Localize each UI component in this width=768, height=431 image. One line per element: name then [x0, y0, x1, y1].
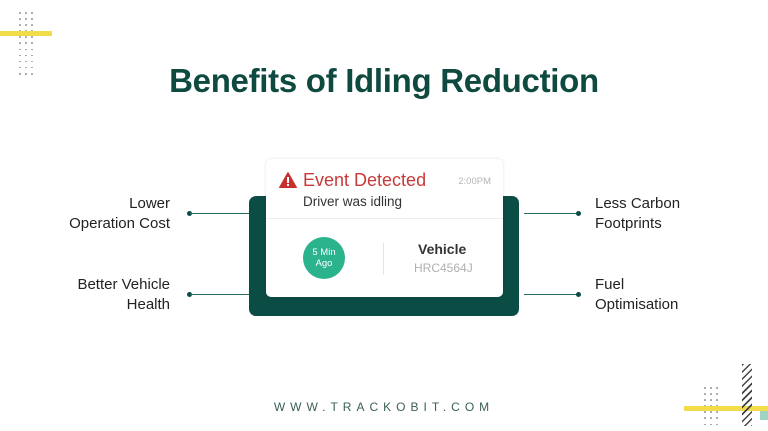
decorative-dot [25, 12, 27, 14]
decorative-dot [19, 54, 21, 57]
decorative-dot [704, 393, 706, 395]
connector-line [524, 213, 578, 214]
decorative-dot [704, 399, 706, 401]
decorative-dot [31, 72, 33, 75]
decorative-dot [704, 387, 706, 389]
connector-dot [576, 292, 581, 297]
connector-dot [187, 211, 192, 216]
hatch-pattern [742, 364, 752, 426]
vehicle-id: HRC4564J [414, 261, 473, 275]
decorative-dot [710, 417, 712, 420]
decorative-dot [31, 36, 33, 38]
decorative-dot [716, 387, 718, 389]
dot-grid-top-left [19, 12, 33, 75]
teal-square [760, 411, 768, 420]
decorative-dot [716, 411, 718, 413]
decorative-dot [19, 42, 21, 45]
benefit-better-vehicle-health: Better Vehicle Health [77, 276, 170, 313]
warning-triangle-icon [279, 172, 297, 188]
decorative-dot [19, 48, 21, 51]
decorative-dot [19, 72, 21, 75]
benefit-lower-operation-cost: Lower Operation Cost [69, 195, 170, 232]
benefit-fuel-optimisation: Fuel Optimisation [595, 276, 679, 313]
decorative-dot [25, 54, 27, 57]
decorative-dot [710, 387, 712, 389]
decorative-dot [31, 18, 33, 20]
decorative-dot [716, 423, 718, 426]
benefit-less-carbon-footprints: Less Carbon Footprints [595, 195, 681, 232]
event-time: 2:00PM [458, 176, 491, 187]
decorative-dot [31, 60, 33, 63]
decorative-dot [19, 12, 21, 14]
connector-dot [187, 292, 192, 297]
connector-line [524, 294, 578, 295]
decorative-dot [704, 411, 706, 413]
decorative-dot [25, 18, 27, 20]
decorative-dot [25, 60, 27, 63]
decorative-dot [31, 24, 33, 26]
yellow-accent-bar-bottom [684, 406, 768, 411]
event-title: Event Detected [303, 170, 427, 190]
decorative-dot [31, 42, 33, 45]
decorative-dot [704, 423, 706, 426]
decorative-dot [19, 36, 21, 38]
decorative-dot [710, 423, 712, 426]
decorative-dot [19, 60, 21, 63]
decorative-dot [710, 399, 712, 401]
decorative-dot [716, 399, 718, 401]
event-description: Driver was idling [303, 194, 403, 209]
decorative-dot [710, 411, 712, 413]
website-url: WWW.TRACKOBIT.COM [273, 400, 495, 414]
page-title: Benefits of Idling Reduction [169, 62, 599, 99]
elapsed-time-badge: 5 Min Ago [303, 237, 345, 279]
connector-line [190, 213, 249, 214]
decorative-dot [25, 66, 27, 69]
decorative-dot [25, 36, 27, 38]
vehicle-label: Vehicle [418, 241, 467, 257]
decorative-dot [19, 24, 21, 26]
connector-line [190, 294, 249, 295]
event-notification-card: Event Detected 2:00PM Driver was idling … [266, 159, 503, 297]
decorative-dot [25, 48, 27, 51]
connector-dot [576, 211, 581, 216]
decorative-dot [31, 54, 33, 57]
decorative-dot [31, 12, 33, 14]
decorative-dot [716, 393, 718, 395]
divider [383, 243, 384, 275]
decorative-dot [19, 18, 21, 20]
decorative-dot [710, 393, 712, 395]
notification-header: Event Detected 2:00PM Driver was idling [266, 159, 503, 219]
decorative-dot [31, 66, 33, 69]
yellow-accent-bar-top [0, 31, 52, 36]
decorative-dot [25, 42, 27, 45]
decorative-dot [704, 417, 706, 420]
decorative-dot [25, 24, 27, 26]
decorative-dot [31, 48, 33, 51]
decorative-dot [19, 66, 21, 69]
decorative-dot [25, 72, 27, 75]
decorative-dot [716, 417, 718, 420]
